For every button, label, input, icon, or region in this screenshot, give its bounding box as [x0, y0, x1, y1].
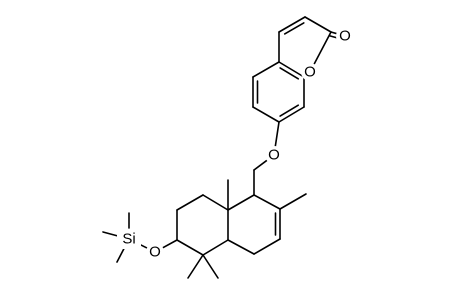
double-bond-A5-A6	[279, 67, 300, 80]
carbonyl-oxygen-label: O	[339, 28, 351, 45]
double-bond-B1-B2	[283, 22, 305, 35]
double-bond-B3-Ocarb	[329, 35, 338, 39]
bond-B3-Ocarb	[330, 31, 339, 35]
bond-D1-D2	[176, 194, 204, 211]
bond-C1-C2	[253, 194, 281, 210]
bond-A6-A1	[252, 61, 280, 78]
double-bond-A3-A4	[279, 104, 300, 117]
bond-B2-B3	[304, 16, 332, 33]
bond-Si-SiW	[102, 231, 120, 237]
bond-C4-C5	[227, 239, 255, 255]
bond-D4-C5	[202, 239, 229, 256]
carbonyl-oxygen-atom: O	[336, 27, 354, 45]
silyl-ether-oxygen-label: O	[149, 244, 161, 261]
bond-Oeth-CH2	[253, 159, 269, 171]
bond-A3-Oeth	[274, 121, 280, 148]
bond-C2-Me2	[279, 193, 307, 210]
bond-A2-A3	[252, 106, 280, 123]
silicon-label: Si	[122, 231, 135, 248]
atom-label-layer: O O O O Si	[117, 27, 354, 261]
bond-D4-Me4b	[202, 254, 219, 279]
bond-C6-D1	[202, 194, 229, 211]
bond-Si-SiS	[116, 247, 125, 263]
ring-oxygen-label: O	[304, 64, 316, 81]
bond-B3-Oring	[312, 31, 332, 66]
bond-D4-Me4a	[187, 254, 204, 279]
bond-A3-A4	[278, 106, 305, 123]
bond-D3-OSi	[161, 239, 178, 249]
bond-B1-B2	[278, 16, 306, 33]
ring-oxygen-atom: O	[301, 63, 319, 81]
bond-A5-A6	[278, 61, 305, 78]
ether-oxygen-label: O	[268, 147, 280, 164]
bond-C3-C4	[253, 238, 281, 255]
bond-D3-D4	[176, 239, 204, 256]
bond-C6-C1	[227, 194, 255, 211]
ether-oxygen-atom: O	[265, 146, 283, 164]
silyl-ether-oxygen-atom: O	[146, 243, 164, 261]
silicon-atom: Si	[117, 229, 141, 249]
